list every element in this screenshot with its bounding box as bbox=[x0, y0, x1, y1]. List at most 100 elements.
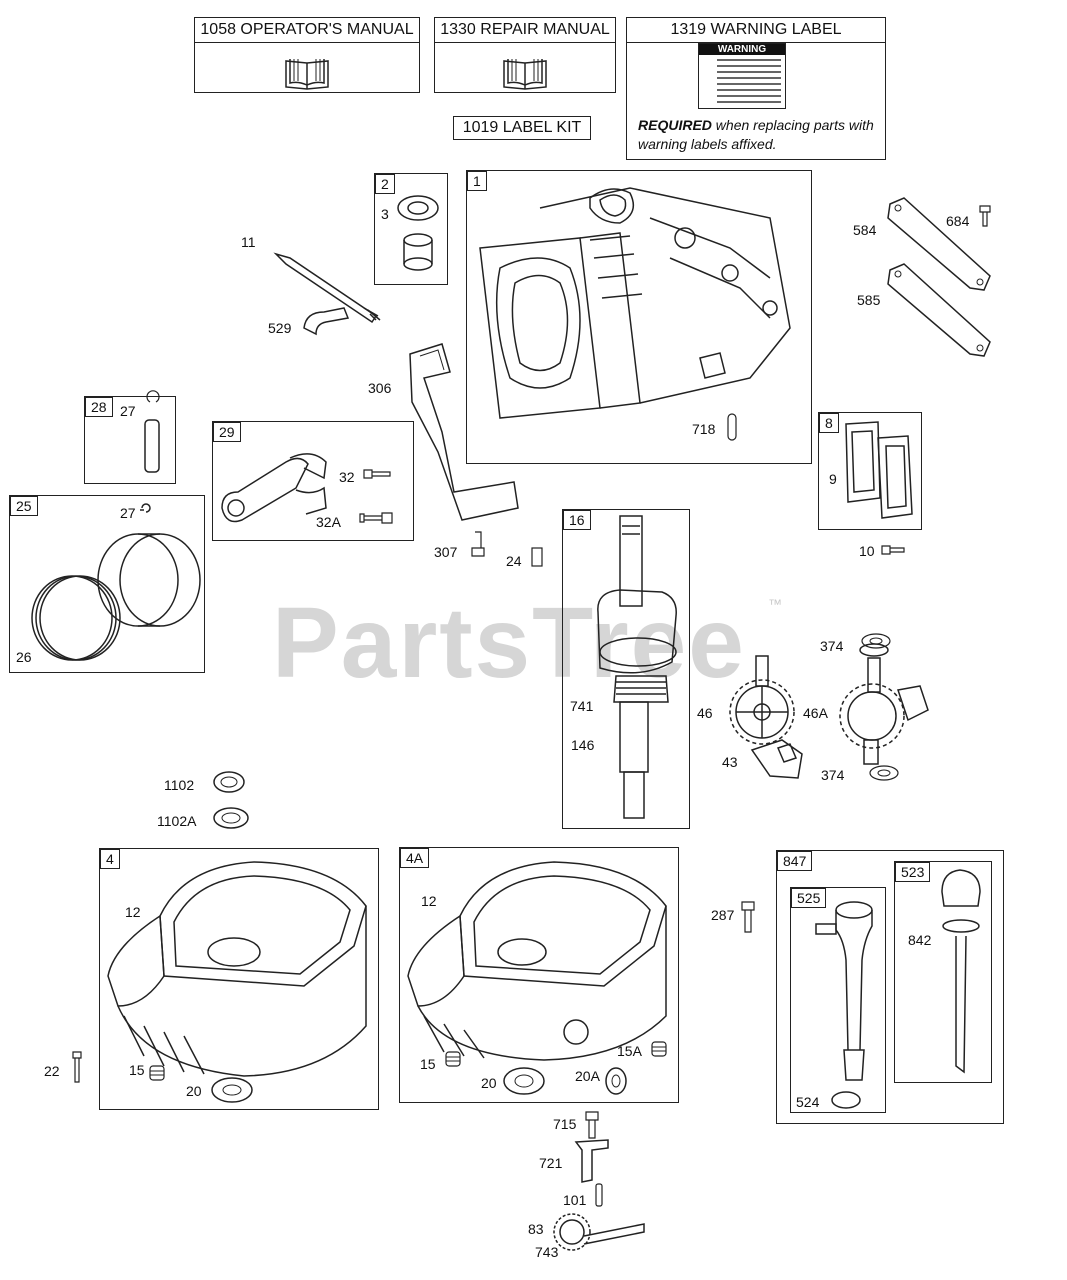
callout-529: 529 bbox=[268, 320, 292, 336]
tag-847[interactable]: 847 bbox=[777, 851, 813, 871]
air-guide-drawing[interactable] bbox=[402, 342, 522, 522]
dipstick-drawing[interactable] bbox=[934, 866, 988, 1076]
bushing-drawing[interactable] bbox=[395, 194, 441, 274]
washer-374-top-drawing[interactable] bbox=[860, 632, 892, 650]
screw-684-drawing[interactable] bbox=[978, 204, 992, 228]
tag-1[interactable]: 1 bbox=[467, 171, 487, 191]
callout-743: 743 bbox=[535, 1244, 559, 1260]
screw-715-drawing[interactable] bbox=[584, 1110, 600, 1140]
repair-manual-label: 1330 REPAIR MANUAL bbox=[435, 18, 615, 43]
book-icon bbox=[503, 59, 547, 90]
stud-22-drawing[interactable] bbox=[70, 1050, 84, 1084]
callout-27-piston: 27 bbox=[120, 505, 136, 521]
group-box-8 bbox=[818, 412, 922, 530]
rod-bolt-32a-drawing[interactable] bbox=[358, 510, 394, 526]
callout-721: 721 bbox=[539, 1155, 563, 1171]
callout-715: 715 bbox=[553, 1116, 577, 1132]
gasket-584-drawing[interactable] bbox=[884, 196, 996, 292]
callout-287: 287 bbox=[711, 907, 735, 923]
camshaft-46-drawing[interactable] bbox=[716, 652, 806, 752]
key-24-drawing[interactable] bbox=[530, 546, 544, 568]
group-box-4a bbox=[399, 847, 679, 1103]
plug-15a-drawing[interactable] bbox=[650, 1040, 668, 1058]
warning-label-box[interactable]: 1319 WARNING LABEL bbox=[626, 17, 886, 160]
screw-307-drawing[interactable] bbox=[470, 530, 486, 560]
callout-306: 306 bbox=[368, 380, 392, 396]
seal-1102a-drawing[interactable] bbox=[212, 806, 250, 830]
callout-684: 684 bbox=[946, 213, 970, 229]
warning-label-title: 1319 WARNING LABEL bbox=[627, 18, 885, 43]
connecting-rod-drawing[interactable] bbox=[216, 448, 332, 532]
sump-4-drawing[interactable] bbox=[104, 856, 372, 1082]
tag-8[interactable]: 8 bbox=[819, 413, 839, 433]
callout-585: 585 bbox=[857, 292, 881, 308]
screw-287-drawing[interactable] bbox=[740, 900, 756, 934]
callout-1102a: 1102A bbox=[157, 813, 197, 829]
governor-arm-721-drawing[interactable] bbox=[572, 1136, 612, 1184]
tag-525[interactable]: 525 bbox=[791, 888, 827, 908]
callout-584: 584 bbox=[853, 222, 877, 238]
breather-cover-drawing[interactable] bbox=[838, 418, 918, 522]
dowel-pin-drawing[interactable] bbox=[726, 412, 738, 442]
cylinder-block-drawing[interactable] bbox=[470, 178, 806, 458]
callout-32: 32 bbox=[339, 469, 355, 485]
group-box-1 bbox=[466, 170, 812, 464]
tag-4[interactable]: 4 bbox=[100, 849, 120, 869]
wrist-pin-drawing[interactable] bbox=[140, 390, 166, 476]
dipstick-tube-drawing[interactable] bbox=[814, 900, 874, 1090]
callout-524: 524 bbox=[796, 1094, 820, 1110]
rod-bolt-32-drawing[interactable] bbox=[362, 466, 392, 482]
callout-43: 43 bbox=[722, 754, 738, 770]
callout-9: 9 bbox=[829, 471, 837, 487]
o-ring-524-drawing[interactable] bbox=[830, 1090, 862, 1110]
governor-gear-drawing[interactable] bbox=[548, 1206, 648, 1262]
callout-20-sump4a: 20 bbox=[481, 1075, 497, 1091]
seal-20-drawing[interactable] bbox=[210, 1076, 254, 1104]
callout-1102: 1102 bbox=[164, 777, 195, 793]
group-box-4 bbox=[99, 848, 379, 1110]
tag-4a[interactable]: 4A bbox=[400, 848, 430, 868]
tag-29[interactable]: 29 bbox=[213, 422, 241, 442]
washer-374-bottom-drawing[interactable] bbox=[868, 764, 900, 782]
operators-manual-box[interactable]: 1058 OPERATOR'S MANUAL bbox=[194, 17, 420, 93]
callout-307: 307 bbox=[434, 544, 458, 560]
tag-523[interactable]: 523 bbox=[895, 862, 931, 882]
callout-741: 741 bbox=[570, 698, 594, 714]
tag-25[interactable]: 25 bbox=[10, 496, 38, 516]
camshaft-46a-drawing[interactable] bbox=[832, 640, 932, 770]
breather-tube-drawing[interactable] bbox=[272, 250, 384, 326]
callout-12-sump4: 12 bbox=[125, 904, 141, 920]
pin-101-drawing[interactable] bbox=[594, 1182, 604, 1208]
crankshaft-drawing[interactable] bbox=[580, 512, 680, 822]
callout-842: 842 bbox=[908, 932, 932, 948]
callout-12-sump4a: 12 bbox=[421, 893, 437, 909]
callout-15-sump4a: 15 bbox=[420, 1056, 436, 1072]
warning-sticker: WARNING bbox=[698, 43, 786, 109]
plug-15-drawing[interactable] bbox=[148, 1064, 166, 1082]
seal-1102-drawing[interactable] bbox=[212, 770, 246, 794]
callout-20a: 20A bbox=[575, 1068, 600, 1084]
warning-sticker-title: WARNING bbox=[699, 44, 785, 55]
sump-4a-drawing[interactable] bbox=[404, 856, 672, 1066]
plug-15-4a-drawing[interactable] bbox=[444, 1050, 462, 1068]
label-kit-label: 1019 LABEL KIT bbox=[462, 119, 582, 136]
gasket-585-drawing[interactable] bbox=[884, 262, 996, 358]
group-box-29 bbox=[212, 421, 414, 541]
tag-16[interactable]: 16 bbox=[563, 510, 591, 530]
seal-20-4a-drawing[interactable] bbox=[502, 1066, 546, 1096]
label-kit-box[interactable]: 1019 LABEL KIT bbox=[453, 116, 591, 140]
callout-27-pin: 27 bbox=[120, 403, 136, 419]
callout-15a: 15A bbox=[617, 1043, 642, 1059]
seal-20a-drawing[interactable] bbox=[604, 1066, 628, 1096]
tag-28[interactable]: 28 bbox=[85, 397, 113, 417]
elbow-fitting-drawing[interactable] bbox=[300, 302, 352, 338]
book-icon bbox=[285, 59, 329, 90]
tag-2[interactable]: 2 bbox=[375, 174, 395, 194]
piston-drawing[interactable] bbox=[18, 503, 201, 666]
repair-manual-box[interactable]: 1330 REPAIR MANUAL bbox=[434, 17, 616, 93]
governor-43-drawing[interactable] bbox=[748, 734, 808, 782]
callout-32a: 32A bbox=[316, 514, 341, 530]
screw-10-drawing[interactable] bbox=[880, 540, 906, 560]
group-box-28 bbox=[84, 396, 176, 484]
callout-26: 26 bbox=[16, 649, 32, 665]
